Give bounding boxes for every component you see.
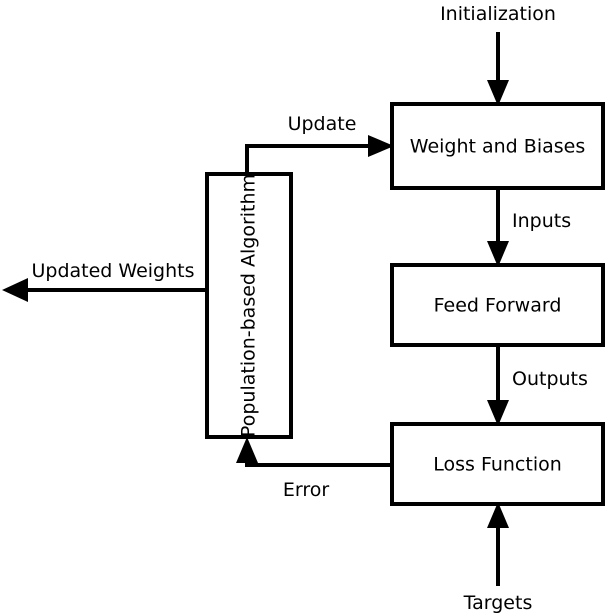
node-loss-function[interactable]: Loss Function — [390, 422, 605, 506]
node-population-based-algorithm[interactable]: Population-based Algorithm — [205, 172, 293, 439]
update-label: Update — [288, 113, 357, 135]
outputs-label: Outputs — [512, 368, 588, 390]
weight-and-biases-label: Weight and Biases — [410, 136, 585, 158]
inputs-label: Inputs — [512, 210, 571, 232]
feed-forward-label: Feed Forward — [434, 295, 562, 317]
error-connector — [236, 437, 392, 467]
arrowhead-down-initialization — [487, 80, 509, 106]
updated-weights-label: Updated Weights — [31, 260, 194, 282]
outputs-connector — [487, 345, 509, 426]
loss-function-label: Loss Function — [433, 454, 562, 476]
updated-weights-connector — [2, 278, 207, 302]
targets-label: Targets — [463, 592, 533, 614]
initialization-label: Initialization — [440, 3, 556, 25]
arrowhead-up-targets — [487, 502, 509, 528]
inputs-connector — [487, 188, 509, 267]
feed-forward-box[interactable] — [390, 263, 605, 347]
population-based-algorithm-label: Population-based Algorithm — [238, 174, 260, 437]
weight-and-biases-box[interactable] — [390, 102, 605, 190]
loss-function-box[interactable] — [390, 422, 605, 506]
population-based-algorithm-box[interactable] — [205, 172, 293, 439]
targets-connector — [487, 502, 509, 586]
node-feed-forward[interactable]: Feed Forward — [390, 263, 605, 347]
node-weight-and-biases[interactable]: Weight and Biases — [390, 102, 605, 190]
arrowhead-up-error — [236, 437, 258, 463]
arrowhead-down-inputs — [487, 241, 509, 267]
initialization-connector — [487, 32, 509, 106]
update-connector — [245, 135, 394, 174]
arrowhead-left-updated-weights — [2, 278, 28, 302]
arrowhead-down-outputs — [487, 400, 509, 426]
arrowhead-right-update — [368, 135, 394, 157]
error-label: Error — [283, 479, 330, 501]
